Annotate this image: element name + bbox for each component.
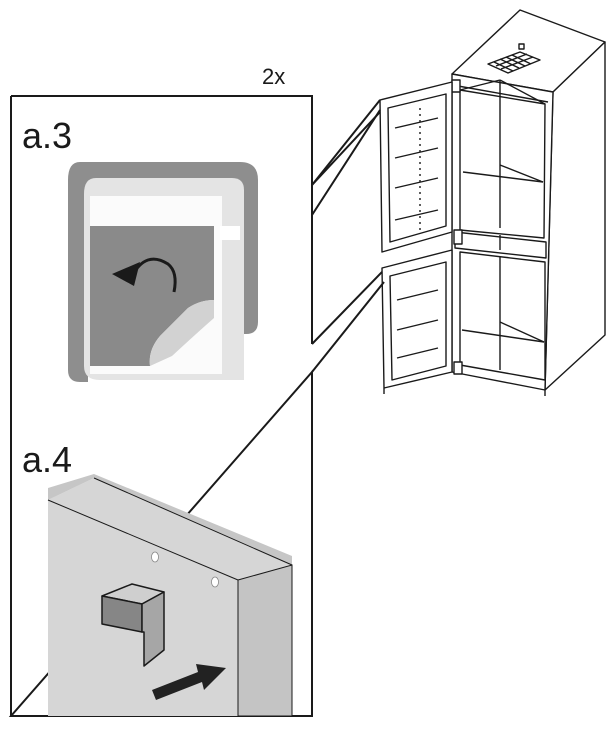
mounting-bracket-icon bbox=[47, 474, 293, 717]
step-label-a4: a.4 bbox=[22, 439, 73, 480]
vent-grille-icon bbox=[487, 43, 541, 74]
fridge-freezer-icon bbox=[379, 9, 606, 396]
step-label-a3: a.3 bbox=[22, 115, 73, 156]
screw-hole-icon bbox=[151, 551, 159, 563]
slide-arrow-icon bbox=[152, 664, 226, 700]
quantity-label: 2x bbox=[262, 64, 286, 89]
peel-sticker-icon bbox=[68, 162, 258, 382]
rotate-arrow-icon bbox=[112, 257, 177, 293]
bracket-icon bbox=[101, 583, 165, 667]
screw-hole-icon bbox=[211, 576, 219, 588]
